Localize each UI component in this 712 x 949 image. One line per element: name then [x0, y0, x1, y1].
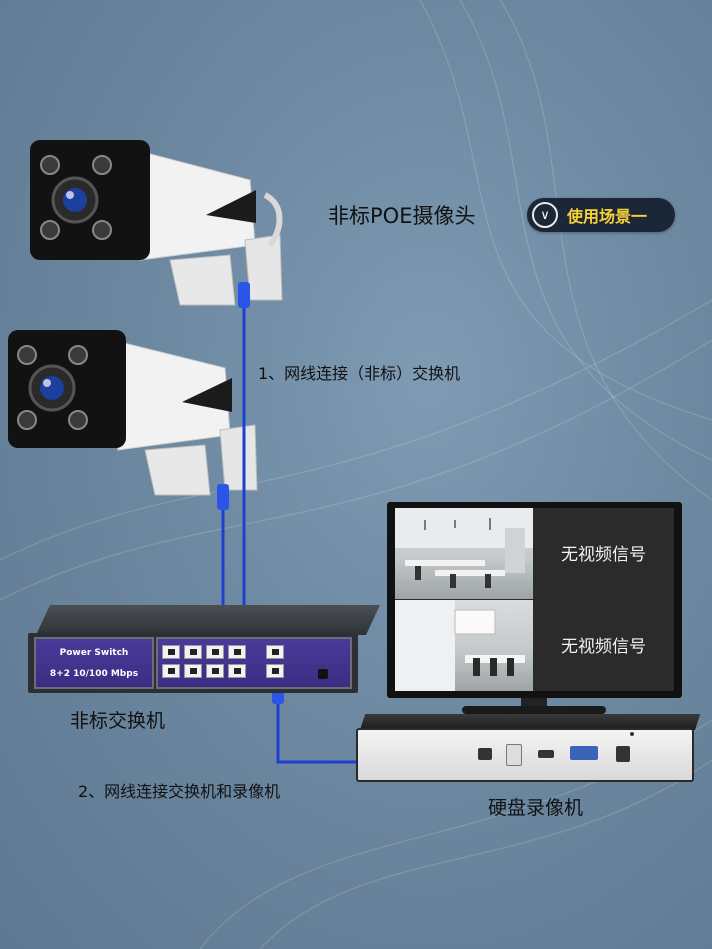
switch-port-panel	[156, 637, 352, 689]
switch-uplink-port	[266, 645, 284, 659]
nvr-box	[356, 728, 694, 782]
poe-camera-top	[30, 140, 283, 306]
nvr-name: 硬盘录像机	[488, 797, 584, 819]
switch-brand: Power Switch	[59, 648, 129, 658]
pane-1-overlay: 无视频信号	[533, 508, 674, 599]
nvr-dc-port	[616, 746, 630, 762]
switch-port	[162, 645, 180, 659]
switch-port	[162, 664, 180, 678]
nvr-led	[630, 732, 634, 736]
switch-box: Power Switch 8+2 10/100 Mbps	[28, 633, 358, 693]
switch-spec: 8+2 10/100 Mbps	[49, 669, 139, 679]
nvr-vga-port	[570, 746, 598, 760]
no-signal-text-2: 无视频信号	[561, 637, 646, 657]
step2-label: 2、网线连接交换机和录像机	[78, 782, 281, 801]
monitor-stand-base	[462, 706, 606, 714]
nvr-lan-port	[478, 748, 492, 760]
switch-port	[228, 664, 246, 678]
switch-top	[36, 605, 380, 635]
monitor-pane-2: 无视频信号	[395, 600, 674, 691]
monitor-pane-1: 无视频信号	[395, 508, 674, 599]
switch-name: 非标交换机	[70, 710, 166, 732]
pane-2-overlay: 无视频信号	[533, 600, 674, 691]
switch-label-panel: Power Switch 8+2 10/100 Mbps	[34, 637, 154, 689]
poe-camera-bottom	[8, 330, 258, 496]
monitor-screen: 无视频信号 无视频信号	[395, 508, 674, 691]
switch-port	[228, 645, 246, 659]
no-signal-text-1: 无视频信号	[561, 545, 646, 565]
switch-uplink-port	[266, 664, 284, 678]
nvr-hdmi-port	[538, 750, 554, 758]
switch-port	[206, 645, 224, 659]
chevron-down-icon: ∨	[532, 202, 558, 228]
scenario-badge: ∨ 使用场景一	[527, 198, 675, 232]
nvr-usb-ports	[506, 744, 522, 766]
office-image-2	[395, 600, 533, 691]
switch-power-button	[318, 669, 328, 679]
monitor: 无视频信号 无视频信号	[387, 502, 682, 698]
switch-port	[184, 645, 202, 659]
switch-port	[184, 664, 202, 678]
scenario-badge-text: 使用场景一	[567, 207, 648, 226]
office-image-1	[395, 508, 533, 599]
monitor-stand-neck	[521, 698, 547, 708]
camera-title: 非标POE摄像头	[328, 204, 476, 228]
switch-port	[206, 664, 224, 678]
step1-label: 1、网线连接（非标）交换机	[258, 364, 461, 383]
